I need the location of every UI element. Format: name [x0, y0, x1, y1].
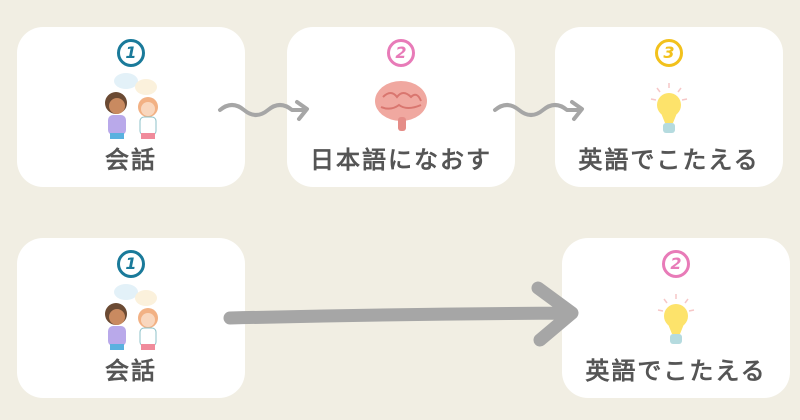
wavy-arrow: [493, 100, 584, 121]
people-talking-icon: [104, 73, 159, 140]
step-card-answer: 3 英語でこたえる: [555, 27, 783, 187]
step-card-conversation: 1 会話: [17, 27, 245, 187]
step-card-answer: 2 英語でこたえる: [562, 238, 790, 398]
straight-arrow: [223, 281, 579, 347]
step-label: 英語でこたえる: [578, 146, 760, 174]
step-label: 会話: [105, 357, 157, 385]
step-number: 1: [117, 39, 145, 67]
step-label: 会話: [105, 146, 157, 174]
people-talking-icon: [104, 284, 159, 351]
step-number: 2: [662, 250, 690, 278]
step-number: 3: [655, 39, 683, 67]
step-label: 英語でこたえる: [585, 357, 767, 385]
step-number: 1: [117, 250, 145, 278]
step-card-conversation: 1 会話: [17, 238, 245, 398]
lightbulb-icon: [650, 83, 688, 134]
lightbulb-icon: [657, 294, 695, 345]
wavy-arrow: [218, 100, 309, 121]
step-label: 日本語になおす: [310, 146, 492, 174]
step-card-translate: 2 日本語になおす: [287, 27, 515, 187]
step-number: 2: [387, 39, 415, 67]
brain-icon: [375, 81, 427, 131]
